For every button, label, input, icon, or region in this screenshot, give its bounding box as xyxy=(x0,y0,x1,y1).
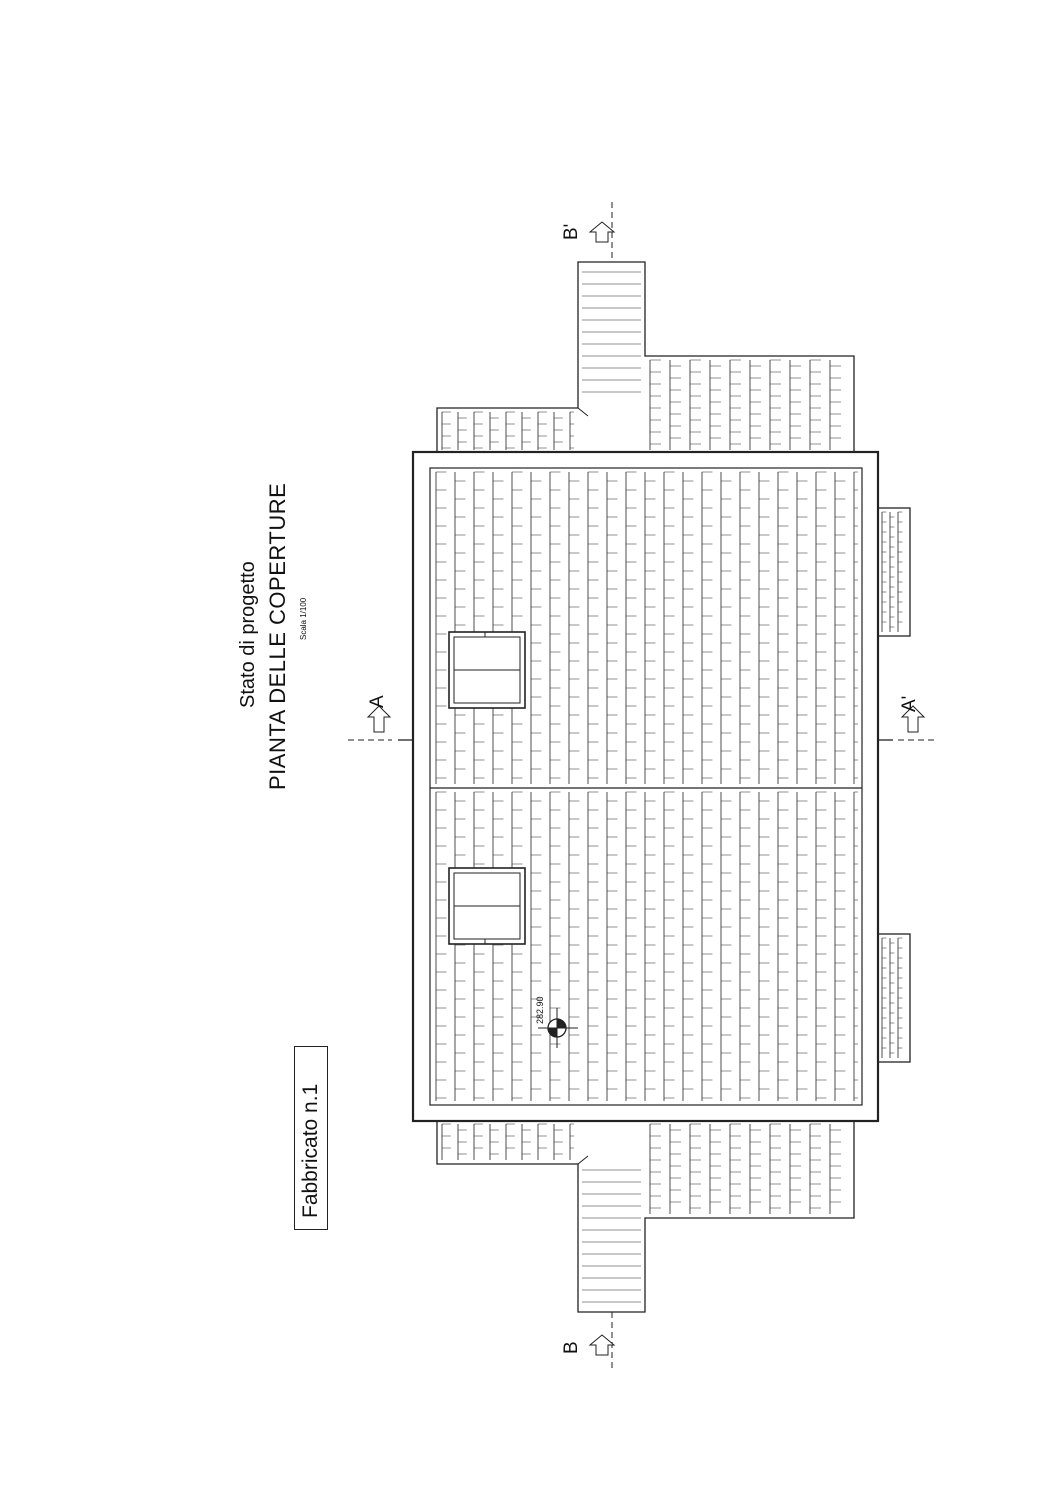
bottom-wing-outline xyxy=(436,1121,855,1313)
section-b-bottom-label: B xyxy=(561,1341,582,1354)
lower-eave-right-bottom xyxy=(877,933,911,1063)
building-label: Fabbricato n.1 xyxy=(299,1083,322,1218)
elevation-value: 282.90 xyxy=(535,996,545,1024)
section-b-bottom-marker xyxy=(588,1312,616,1372)
skylight-bottom xyxy=(448,867,526,945)
section-a-bottom-label: A' xyxy=(899,695,920,712)
roof-outer-frame xyxy=(411,450,880,1123)
roof-tiles-eaves xyxy=(881,511,903,1058)
section-b-top-label: B' xyxy=(561,223,582,240)
skylight-top xyxy=(448,631,526,709)
drawing-status: Stato di progetto xyxy=(237,561,259,708)
drawing-scale: Scala 1/100 xyxy=(299,597,308,640)
section-a-top-marker xyxy=(348,705,413,741)
drawing-title: PIANTA DELLE COPERTURE xyxy=(265,482,290,790)
roof-tiles-bottom-wing xyxy=(441,1123,841,1303)
section-b-top-marker xyxy=(588,202,616,262)
roof-tiles-main xyxy=(435,471,858,1101)
section-a-bottom-marker xyxy=(878,705,938,741)
roof-tiles-top-wing xyxy=(441,271,841,450)
top-wing-outline xyxy=(436,261,855,452)
building-label-box xyxy=(294,1046,328,1230)
elevation-benchmark-icon xyxy=(538,1008,578,1048)
section-a-top-label: A xyxy=(367,695,388,708)
lower-eave-right-top xyxy=(877,507,911,637)
roof-eave-line xyxy=(429,467,863,1106)
